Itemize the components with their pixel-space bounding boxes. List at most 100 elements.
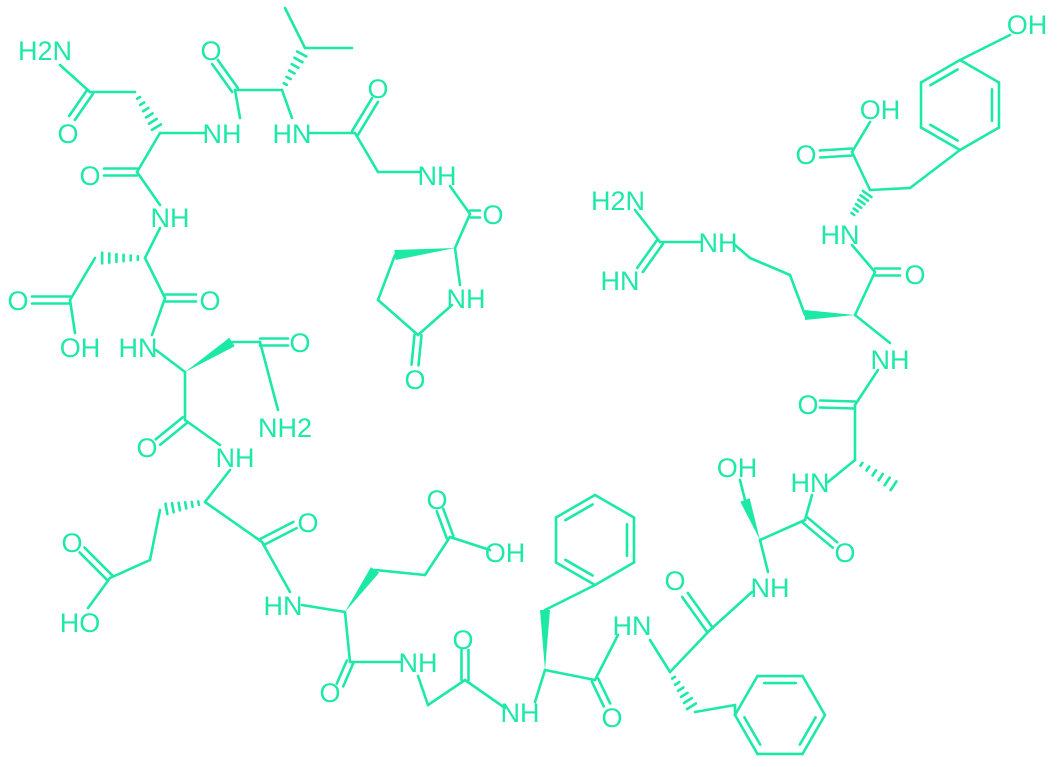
bond <box>453 246 462 287</box>
bond <box>290 62 300 70</box>
bond <box>373 568 427 577</box>
bond <box>676 686 685 693</box>
wedge-bond <box>185 337 235 372</box>
bond <box>416 303 454 337</box>
bond <box>593 633 620 682</box>
bond <box>554 561 597 587</box>
bond <box>801 713 827 756</box>
bond <box>177 501 182 512</box>
bond <box>633 208 662 244</box>
bond <box>853 270 877 317</box>
bond <box>154 348 187 374</box>
bond <box>260 540 292 594</box>
atom-label: O <box>200 36 221 66</box>
bond <box>183 418 222 447</box>
bond <box>693 703 737 714</box>
bond <box>435 509 449 540</box>
bond <box>144 112 154 119</box>
bond <box>865 465 871 472</box>
bond <box>183 501 188 510</box>
bond <box>564 558 594 577</box>
bond <box>410 333 416 366</box>
bond <box>148 508 162 562</box>
bond <box>801 521 835 549</box>
bond <box>543 583 597 612</box>
atom-label: O <box>367 74 388 104</box>
atom-label: NH <box>751 573 790 603</box>
atom-label: O <box>795 140 816 170</box>
bond <box>919 58 962 84</box>
bond <box>350 96 374 133</box>
bond <box>376 253 397 302</box>
bond <box>426 678 467 707</box>
bond <box>596 677 612 705</box>
bond <box>758 538 770 574</box>
bond <box>856 198 866 206</box>
bond <box>818 399 857 403</box>
bond <box>287 69 296 75</box>
bond <box>868 186 912 192</box>
bond <box>58 63 92 94</box>
bond <box>283 6 307 50</box>
bond <box>733 243 752 260</box>
bond <box>564 503 594 522</box>
bond <box>682 696 694 705</box>
atom-label: NH <box>418 161 457 191</box>
atom-label: O <box>319 678 340 708</box>
bond <box>593 561 636 587</box>
bond <box>210 62 234 94</box>
bond <box>203 500 264 544</box>
atom-label: OH <box>60 333 101 363</box>
bond <box>164 502 169 516</box>
atom-label: HO <box>60 608 101 638</box>
bond <box>448 535 492 552</box>
atom-label: H2N <box>18 36 72 66</box>
bond <box>590 680 606 708</box>
bond <box>861 189 873 199</box>
atom-label: O <box>904 260 925 290</box>
bond <box>203 468 232 504</box>
bond <box>335 659 349 685</box>
atom-label: HN <box>119 333 158 363</box>
bond <box>196 500 201 507</box>
bond <box>282 81 289 87</box>
bond <box>958 33 1012 62</box>
atom-label: O <box>452 625 473 655</box>
bond <box>554 493 597 519</box>
bond <box>801 674 827 717</box>
bond <box>135 131 162 174</box>
bond <box>850 211 856 217</box>
bond <box>73 92 95 122</box>
bond <box>141 106 150 113</box>
bond <box>679 691 689 699</box>
bond <box>68 298 77 335</box>
bond <box>353 131 380 174</box>
atom-label: HN <box>791 468 830 498</box>
bond <box>733 674 759 717</box>
bond <box>293 56 304 64</box>
atom-label: O <box>297 508 318 538</box>
bond <box>300 603 347 614</box>
bond <box>448 184 472 216</box>
atom-label: O <box>79 161 100 191</box>
wedge-bond <box>805 310 855 320</box>
bond <box>341 662 355 688</box>
bond <box>958 58 1001 84</box>
atom-label: O <box>834 538 855 568</box>
bond <box>850 120 872 154</box>
atom-label: OH <box>485 538 526 568</box>
bond <box>143 226 162 260</box>
atom-label: O <box>797 390 818 420</box>
atom-label: NH <box>871 345 910 375</box>
bond <box>150 123 163 132</box>
bond <box>108 558 152 580</box>
atom-label: NH <box>399 648 438 678</box>
wedge-bond <box>540 610 550 670</box>
bond <box>143 256 167 300</box>
bond <box>788 273 807 317</box>
bond <box>871 468 878 477</box>
bond <box>908 148 962 190</box>
bond <box>295 50 308 58</box>
